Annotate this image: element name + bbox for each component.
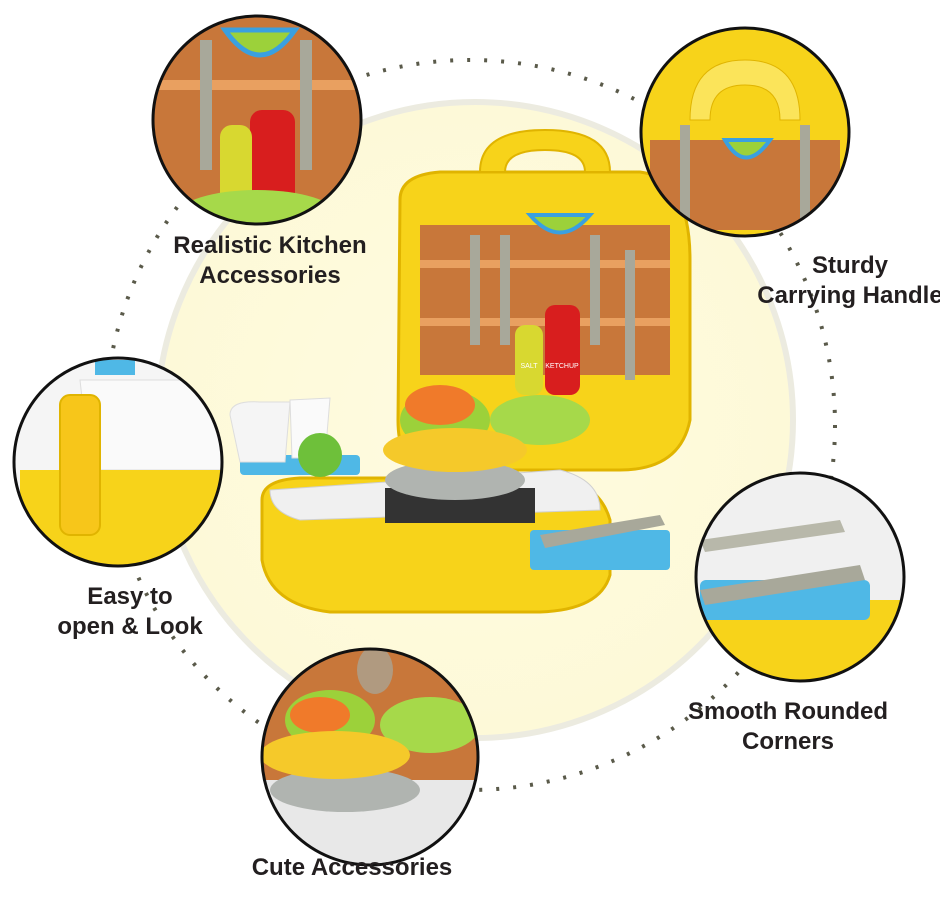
feature-line: Cute Accessories: [251, 854, 453, 881]
feature-line: Sturdy: [811, 252, 889, 279]
feature-line: open & Look: [57, 613, 203, 640]
callout-handle-photo: [641, 28, 849, 236]
feature-line: Easy to: [87, 583, 173, 610]
feature-label-accessories: Realistic Kitchen Accessories: [173, 231, 366, 291]
feature-line: Carrying Handle: [757, 282, 940, 309]
callout-open-photo: [14, 358, 222, 566]
feature-line: Realistic Kitchen: [173, 232, 367, 259]
feature-label-cute: Cute Accessories: [252, 853, 453, 883]
salt-label: SALT: [521, 363, 539, 370]
feature-label-handle: Sturdy Carrying Handle: [757, 251, 940, 311]
feature-label-open: Easy to open & Look: [57, 582, 202, 642]
dotted-ring: [103, 58, 837, 792]
ketchup-label: KETCHUP: [545, 363, 579, 370]
callout-corners-photo: [696, 473, 904, 681]
feature-line: Accessories: [199, 262, 341, 289]
feature-line: Corners: [741, 728, 835, 755]
kitchen-case-product: KETCHUP SALT: [229, 128, 692, 614]
feature-line: Smooth Rounded: [688, 698, 888, 725]
feature-label-corners: Smooth Rounded Corners: [688, 697, 888, 757]
callout-accessories-photo: [153, 16, 361, 224]
